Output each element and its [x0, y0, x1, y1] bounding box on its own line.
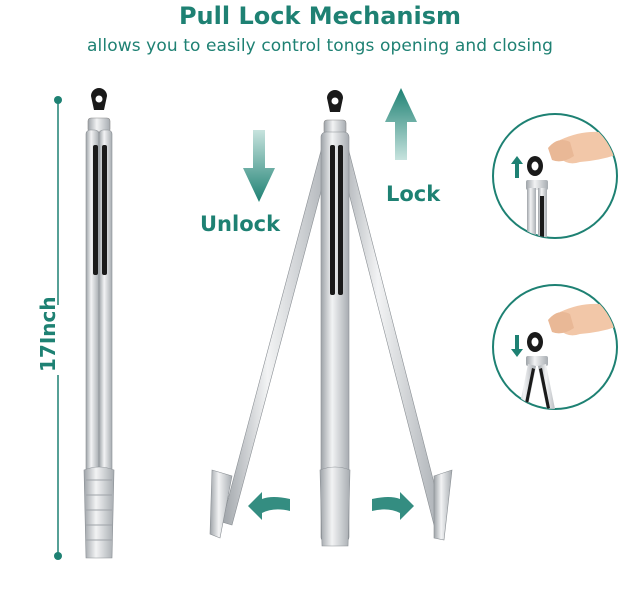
lock-detail-circle	[492, 113, 618, 239]
page-title: Pull Lock Mechanism	[178, 2, 462, 30]
arrow-down-icon	[243, 130, 275, 202]
arrow-up-icon	[385, 88, 417, 160]
lock-label: Lock	[386, 182, 441, 206]
arrow-left-icon	[248, 492, 290, 520]
unlock-detail-circle	[492, 284, 618, 410]
arrow-right-icon	[372, 492, 414, 520]
unlock-label: Unlock	[200, 212, 281, 236]
size-label: 17Inch	[36, 296, 60, 372]
open-tongs-image	[209, 90, 453, 547]
size-dimension-line	[54, 96, 62, 560]
closed-tongs-image	[83, 88, 115, 559]
page-subtitle: allows you to easily control tongs openi…	[87, 36, 553, 56]
